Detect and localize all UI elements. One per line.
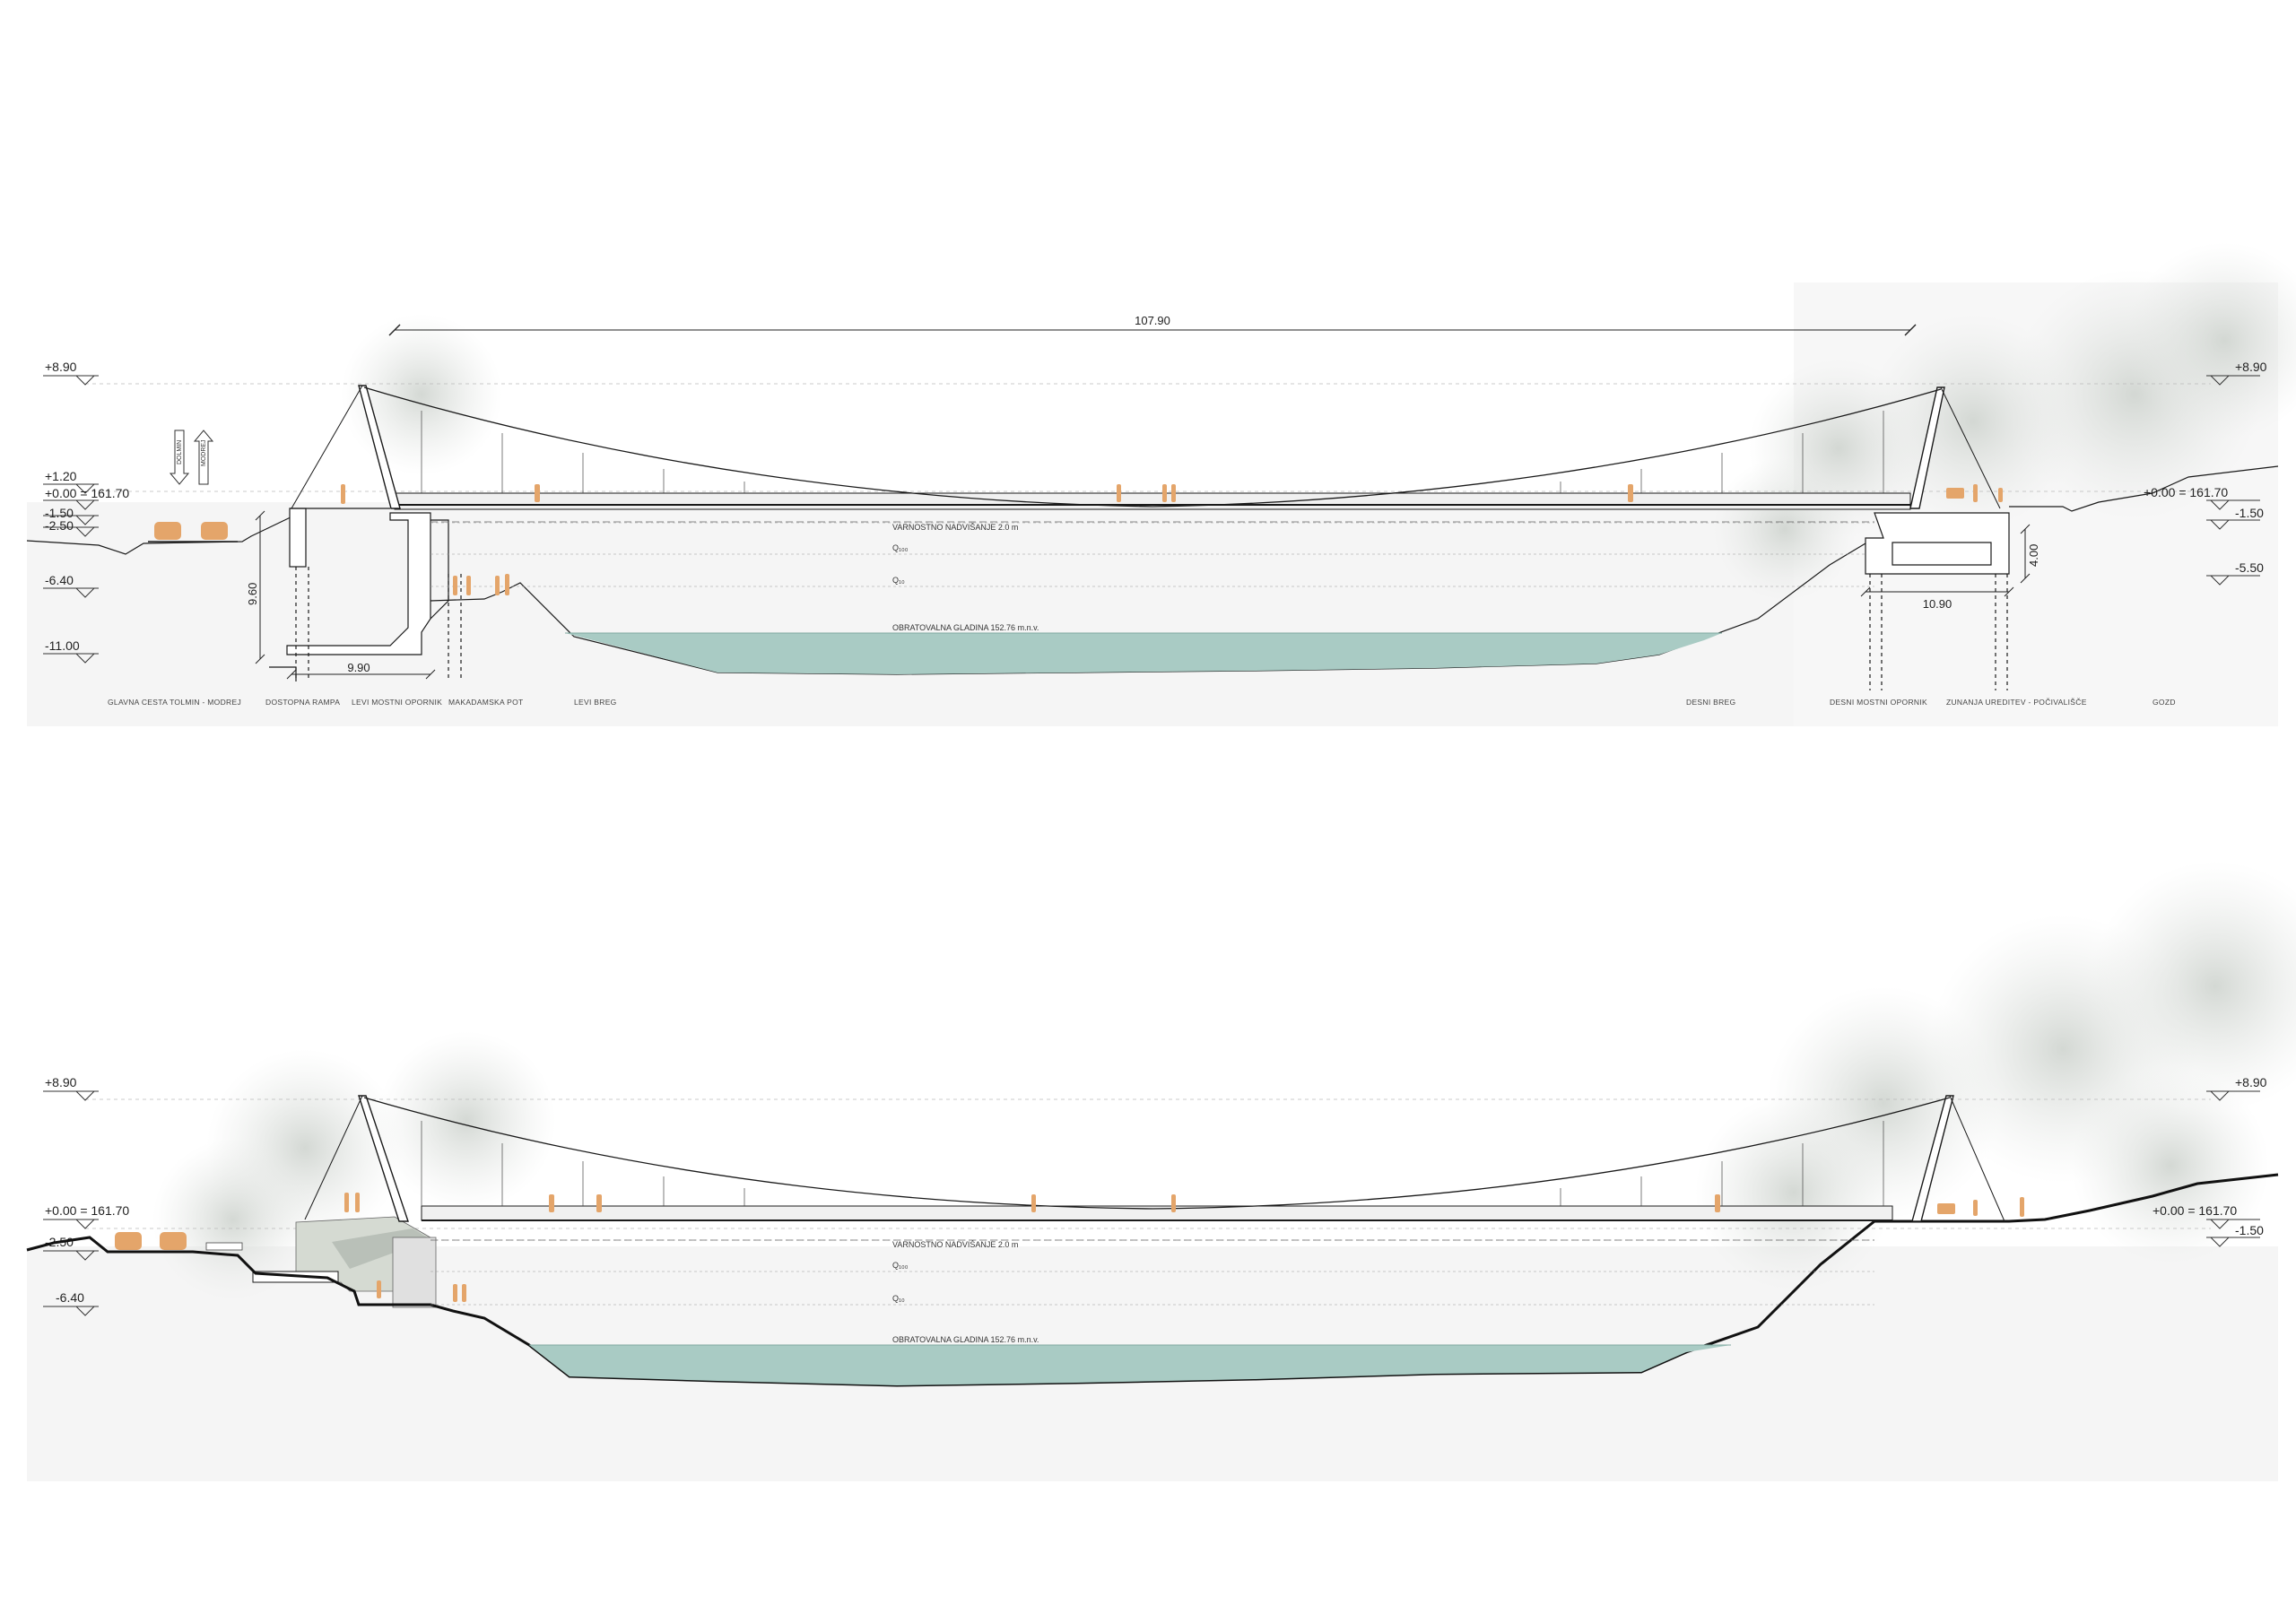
level-left-11-00: -11.00 [45,638,80,653]
zone-label-right-bank: DESNI BREG [1686,698,1735,707]
top-clearance-label: VARNOSTNO NADVIŠANJE 2.0 m [892,523,1018,532]
top-cars [148,522,238,542]
bottom-ramp [252,1216,437,1308]
top-right-dims [1860,524,2031,597]
bottom-operating-level-label: OBRATOVALNA GLADINA 152.76 m.n.v. [892,1335,1039,1344]
top-water [565,633,1722,674]
dim-right-width: 10.90 [1923,597,1952,611]
bottom-clearance-label: VARNOSTNO NADVIŠANJE 2.0 m [892,1240,1018,1249]
level-right-8-90: +8.90 [2235,360,2267,374]
level-left-8-90: +8.90 [45,360,77,374]
zone-label-right-abutment: DESNI MOSTNI OPORNIK [1830,698,1927,707]
bottom-level-left-8-90: +8.90 [45,1075,77,1089]
top-q10-label: Q₁₀ [892,576,905,585]
arrow-label-modrej: MODREJ [201,439,207,466]
top-road-arrows: DOLMIN MODREJ [169,430,214,485]
bottom-figures [344,1193,2024,1302]
bottom-cars [115,1232,243,1251]
top-figures [341,484,2003,595]
bottom-trees [152,861,2296,1300]
top-hangers [421,411,1884,493]
zone-label-forest: GOZD [2152,698,2176,707]
zone-label-road: GLAVNA CESTA TOLMIN - MODREJ [108,698,241,707]
bottom-levels-left [43,1090,99,1316]
zone-label-ramp: DOSTOPNA RAMPA [265,698,340,707]
dim-right-height: 4.00 [2027,544,2040,567]
level-left-0-00: +0.00 = 161.70 [45,486,129,500]
zone-label-left-bank: LEVI BREG [574,698,617,707]
zone-label-left-abutment: LEVI MOSTNI OPORNIK [352,698,442,707]
bottom-q10-label: Q₁₀ [892,1294,905,1303]
bottom-level-left-6-40: -6.40 [56,1290,84,1305]
level-left-1-20: +1.20 [45,469,77,483]
top-main-cable [363,386,1942,508]
top-left-abutment [286,508,462,681]
top-q100-label: Q₁₀₀ [892,543,909,552]
top-zone-labels: GLAVNA CESTA TOLMIN - MODREJ DOSTOPNA RA… [108,698,2176,707]
top-right-abutment [1865,465,2279,690]
bottom-level-right-8-90: +8.90 [2235,1075,2267,1089]
level-right-0-00: +0.00 = 161.70 [2144,485,2228,499]
bottom-section: +8.90 +0.00 = 161.70 -2.50 -6.40 +8.90 +… [26,861,2296,1481]
bottom-water [529,1345,1731,1385]
span-dimension: 107.90 [388,314,1917,336]
bottom-level-left-0-00: +0.00 = 161.70 [45,1203,129,1218]
top-operating-level-label: OBRATOVALNA GLADINA 152.76 m.n.v. [892,623,1039,632]
level-right-1-50: -1.50 [2235,506,2264,520]
top-levels-left [43,375,99,664]
bottom-level-right-0-00: +0.00 = 161.70 [2152,1203,2237,1218]
bottom-bridge-deck [421,1205,1893,1241]
zone-label-gravel-path: MAKADAMSKA POT [448,698,524,707]
top-left-dims [255,510,436,680]
bottom-main-cable [363,1097,1951,1210]
top-levels-right [2206,375,2260,586]
level-left-6-40: -6.40 [45,573,74,587]
level-left-2-50: -2.50 [45,518,74,533]
top-bridge-deck [394,492,1911,523]
bottom-q100-label: Q₁₀₀ [892,1261,909,1270]
zone-label-rest-area: ZUNANJA UREDITEV - POČIVALIŠČE [1946,698,2087,707]
level-right-5-50: -5.50 [2235,560,2264,575]
dim-left-width: 9.90 [347,661,370,674]
level-left-1-50: -1.50 [45,506,74,520]
top-pylons [291,385,2001,509]
bottom-pylons [304,1095,2005,1222]
span-dimension-label: 107.90 [1135,314,1170,327]
top-section: 107.90 +8.90 +1.20 +0.00 = 161.70 - [26,242,2296,726]
dim-left-height: 9.60 [246,583,259,605]
top-ground-panel [27,502,1794,726]
bottom-levels-right [2206,1090,2260,1247]
bottom-level-right-1-50: -1.50 [2235,1223,2264,1237]
arrow-label-dolmin: DOLMIN [177,440,183,464]
bottom-hangers [421,1121,1884,1206]
